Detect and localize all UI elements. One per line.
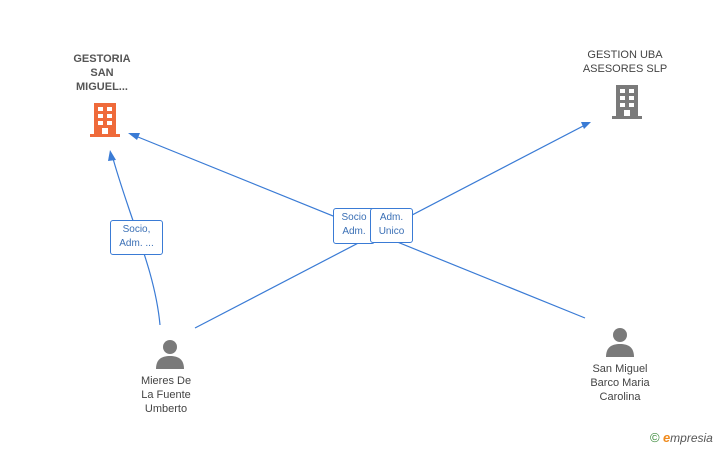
person-icon[interactable] — [154, 338, 186, 370]
company-label-gestoria-line-1: GESTORIA — [73, 53, 131, 65]
company-label-gestoria-line-3: MIGUEL... — [76, 81, 128, 93]
edge-label-mieres-gestoria-line-1: Socio, — [122, 224, 151, 235]
person-label-san-miguel-line-2: Barco Maria — [590, 377, 650, 389]
company-label-gestion-uba-line-1: GESTION UBA — [587, 49, 663, 61]
copyright-brand: © empresia — [650, 430, 713, 445]
copyright-symbol: © — [650, 430, 660, 445]
person-label-mieres[interactable]: Mieres De La Fuente Umberto — [120, 374, 212, 416]
edge-label-center-gestion-uba[interactable]: Adm. Unico — [370, 208, 413, 243]
building-icon[interactable] — [611, 84, 643, 120]
edge-label-center-gestion-uba-line-1: Adm. — [379, 212, 404, 223]
person-label-san-miguel-line-1: San Miguel — [592, 363, 648, 375]
company-label-gestion-uba-line-2: ASESORES SLP — [582, 63, 668, 75]
arrow-gestoria-from-mieres — [108, 150, 116, 161]
brand-logo-text: mpresia — [670, 431, 713, 445]
person-label-san-miguel-line-3: Carolina — [599, 391, 641, 403]
edge-label-mieres-gestoria-line-2: Adm. ... — [119, 238, 154, 249]
brand-logo-letter: e — [662, 430, 671, 445]
edge-label-center-gestoria[interactable]: Socio Adm. — [333, 208, 375, 244]
edge-label-center-gestion-uba-line-2: Unico — [378, 226, 405, 237]
person-label-mieres-line-1: Mieres De — [140, 375, 192, 387]
edge-label-center-gestoria-line-1: Socio — [341, 212, 367, 223]
person-label-san-miguel[interactable]: San Miguel Barco Maria Carolina — [572, 362, 668, 404]
company-label-gestoria[interactable]: GESTORIA SAN MIGUEL... — [62, 52, 142, 94]
edge-label-center-gestoria-line-2: Adm. — [342, 226, 366, 237]
arrow-gestoria-from-center — [128, 133, 140, 140]
person-icon[interactable] — [604, 326, 636, 358]
building-icon[interactable] — [89, 102, 121, 138]
company-label-gestoria-line-2: SAN — [90, 67, 114, 79]
person-label-mieres-line-2: La Fuente — [141, 389, 191, 401]
person-label-mieres-line-3: Umberto — [144, 403, 188, 415]
arrow-gestion-uba — [581, 122, 591, 129]
company-label-gestion-uba[interactable]: GESTION UBA ASESORES SLP — [575, 48, 675, 76]
edge-label-mieres-gestoria[interactable]: Socio, Adm. ... — [110, 220, 163, 255]
